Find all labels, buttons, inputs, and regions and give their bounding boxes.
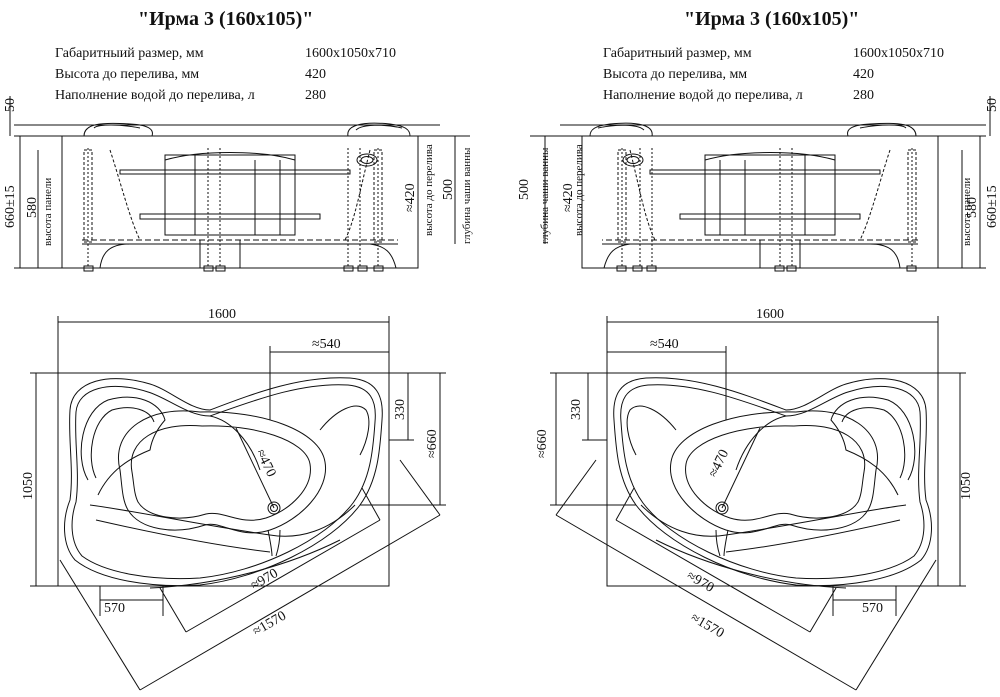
left-dim-width: 1050: [21, 472, 36, 500]
right-spec-label-3: Наполнение водой до перелива, л: [603, 88, 803, 103]
right-label-overflow: высота до перелива: [573, 144, 585, 236]
right-dim-660: ≈660: [535, 429, 550, 458]
left-spec-value-1: 1600x1050x710: [305, 46, 396, 61]
left-label-bowl: глубина чаши ванны: [461, 147, 473, 244]
right-dim-length: 1600: [756, 307, 784, 322]
right-dim-panel-height: 580: [965, 197, 980, 218]
left-dim-overflow: ≈420: [403, 183, 418, 212]
left-spec-label-1: Габаритныий размер, мм: [55, 46, 204, 61]
left-dim-540: ≈540: [312, 337, 341, 352]
right-spec-value-2: 420: [853, 67, 874, 82]
left-dim-570: 570: [104, 601, 125, 616]
left-side-view: [9, 96, 470, 272]
left-dim-top-rim: 50: [3, 98, 18, 112]
right-dim-top-rim: 50: [985, 98, 1000, 112]
right-label-panel: высота панели: [961, 178, 973, 246]
left-dim-bowl-depth: 500: [441, 179, 456, 200]
left-title: "Ирма 3 (160x105)": [138, 8, 314, 30]
left-dim-660: ≈660: [425, 429, 440, 458]
right-dim-bowl-depth: 500: [517, 179, 532, 200]
right-dim-1570: ≈1570: [688, 610, 726, 641]
right-dim-570: 570: [862, 601, 883, 616]
right-plan-view: [550, 316, 966, 691]
left-plan-view: [30, 316, 446, 691]
right-dim-total-height: 660±15: [985, 185, 1000, 228]
right-spec-label-1: Габаритныий размер, мм: [603, 46, 752, 61]
left-spec-label-3: Наполнение водой до перелива, л: [55, 88, 255, 103]
left-spec-value-3: 280: [305, 88, 326, 103]
left-dim-970: ≈970: [249, 566, 281, 593]
right-label-bowl: глубина чаши ванны: [539, 147, 551, 244]
right-dim-overflow: ≈420: [561, 183, 576, 212]
right-dim-970: ≈970: [684, 568, 716, 595]
left-dim-470: ≈470: [252, 447, 278, 479]
left-dim-1570: ≈1570: [251, 609, 289, 640]
left-spec-value-2: 420: [305, 67, 326, 82]
right-dim-470: ≈470: [706, 447, 732, 479]
right-dim-width: 1050: [959, 472, 974, 500]
right-side-view: [530, 96, 991, 272]
left-dim-panel-height: 580: [25, 197, 40, 218]
left-label-panel: высота панели: [42, 178, 54, 246]
right-dim-540: ≈540: [650, 337, 679, 352]
right-spec-label-2: Высота до перелива, мм: [603, 67, 748, 82]
left-dim-total-height: 660±15: [3, 185, 18, 228]
right-title: "Ирма 3 (160x105)": [684, 8, 860, 30]
left-dim-length: 1600: [208, 307, 236, 322]
left-dim-330: 330: [393, 399, 408, 420]
left-label-overflow: высота до перелива: [423, 144, 435, 236]
left-spec-label-2: Высота до перелива, мм: [55, 67, 200, 82]
right-dim-330: 330: [569, 399, 584, 420]
right-spec-value-1: 1600x1050x710: [853, 46, 944, 61]
right-spec-value-3: 280: [853, 88, 874, 103]
